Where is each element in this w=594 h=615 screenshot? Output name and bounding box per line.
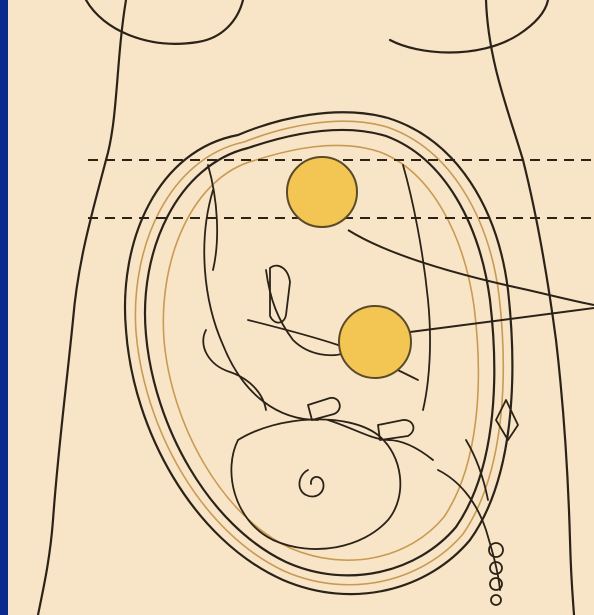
upper-marker: [287, 157, 357, 227]
fetus-foot-outline-2: [308, 398, 340, 420]
torso-left-outline: [38, 0, 126, 615]
bead-3: [490, 578, 502, 590]
anatomy-illustration: [8, 0, 594, 615]
breast-left-outline: [86, 0, 243, 44]
lower-marker: [339, 306, 411, 378]
fetus-foot-outline: [378, 420, 413, 440]
fetus-ear-outline: [299, 470, 323, 497]
illustration-panel: [8, 0, 594, 615]
breast-right-outline: [390, 0, 548, 53]
fetus-back-outline: [204, 190, 318, 420]
bead-4: [491, 595, 501, 605]
fetus-hand-outline: [270, 266, 290, 323]
upper-marker-pointer-line: [348, 230, 594, 305]
inner-curve-outline-2: [403, 165, 430, 410]
torso-right-outline: [486, 0, 574, 615]
fetus-head-outline: [231, 419, 400, 549]
